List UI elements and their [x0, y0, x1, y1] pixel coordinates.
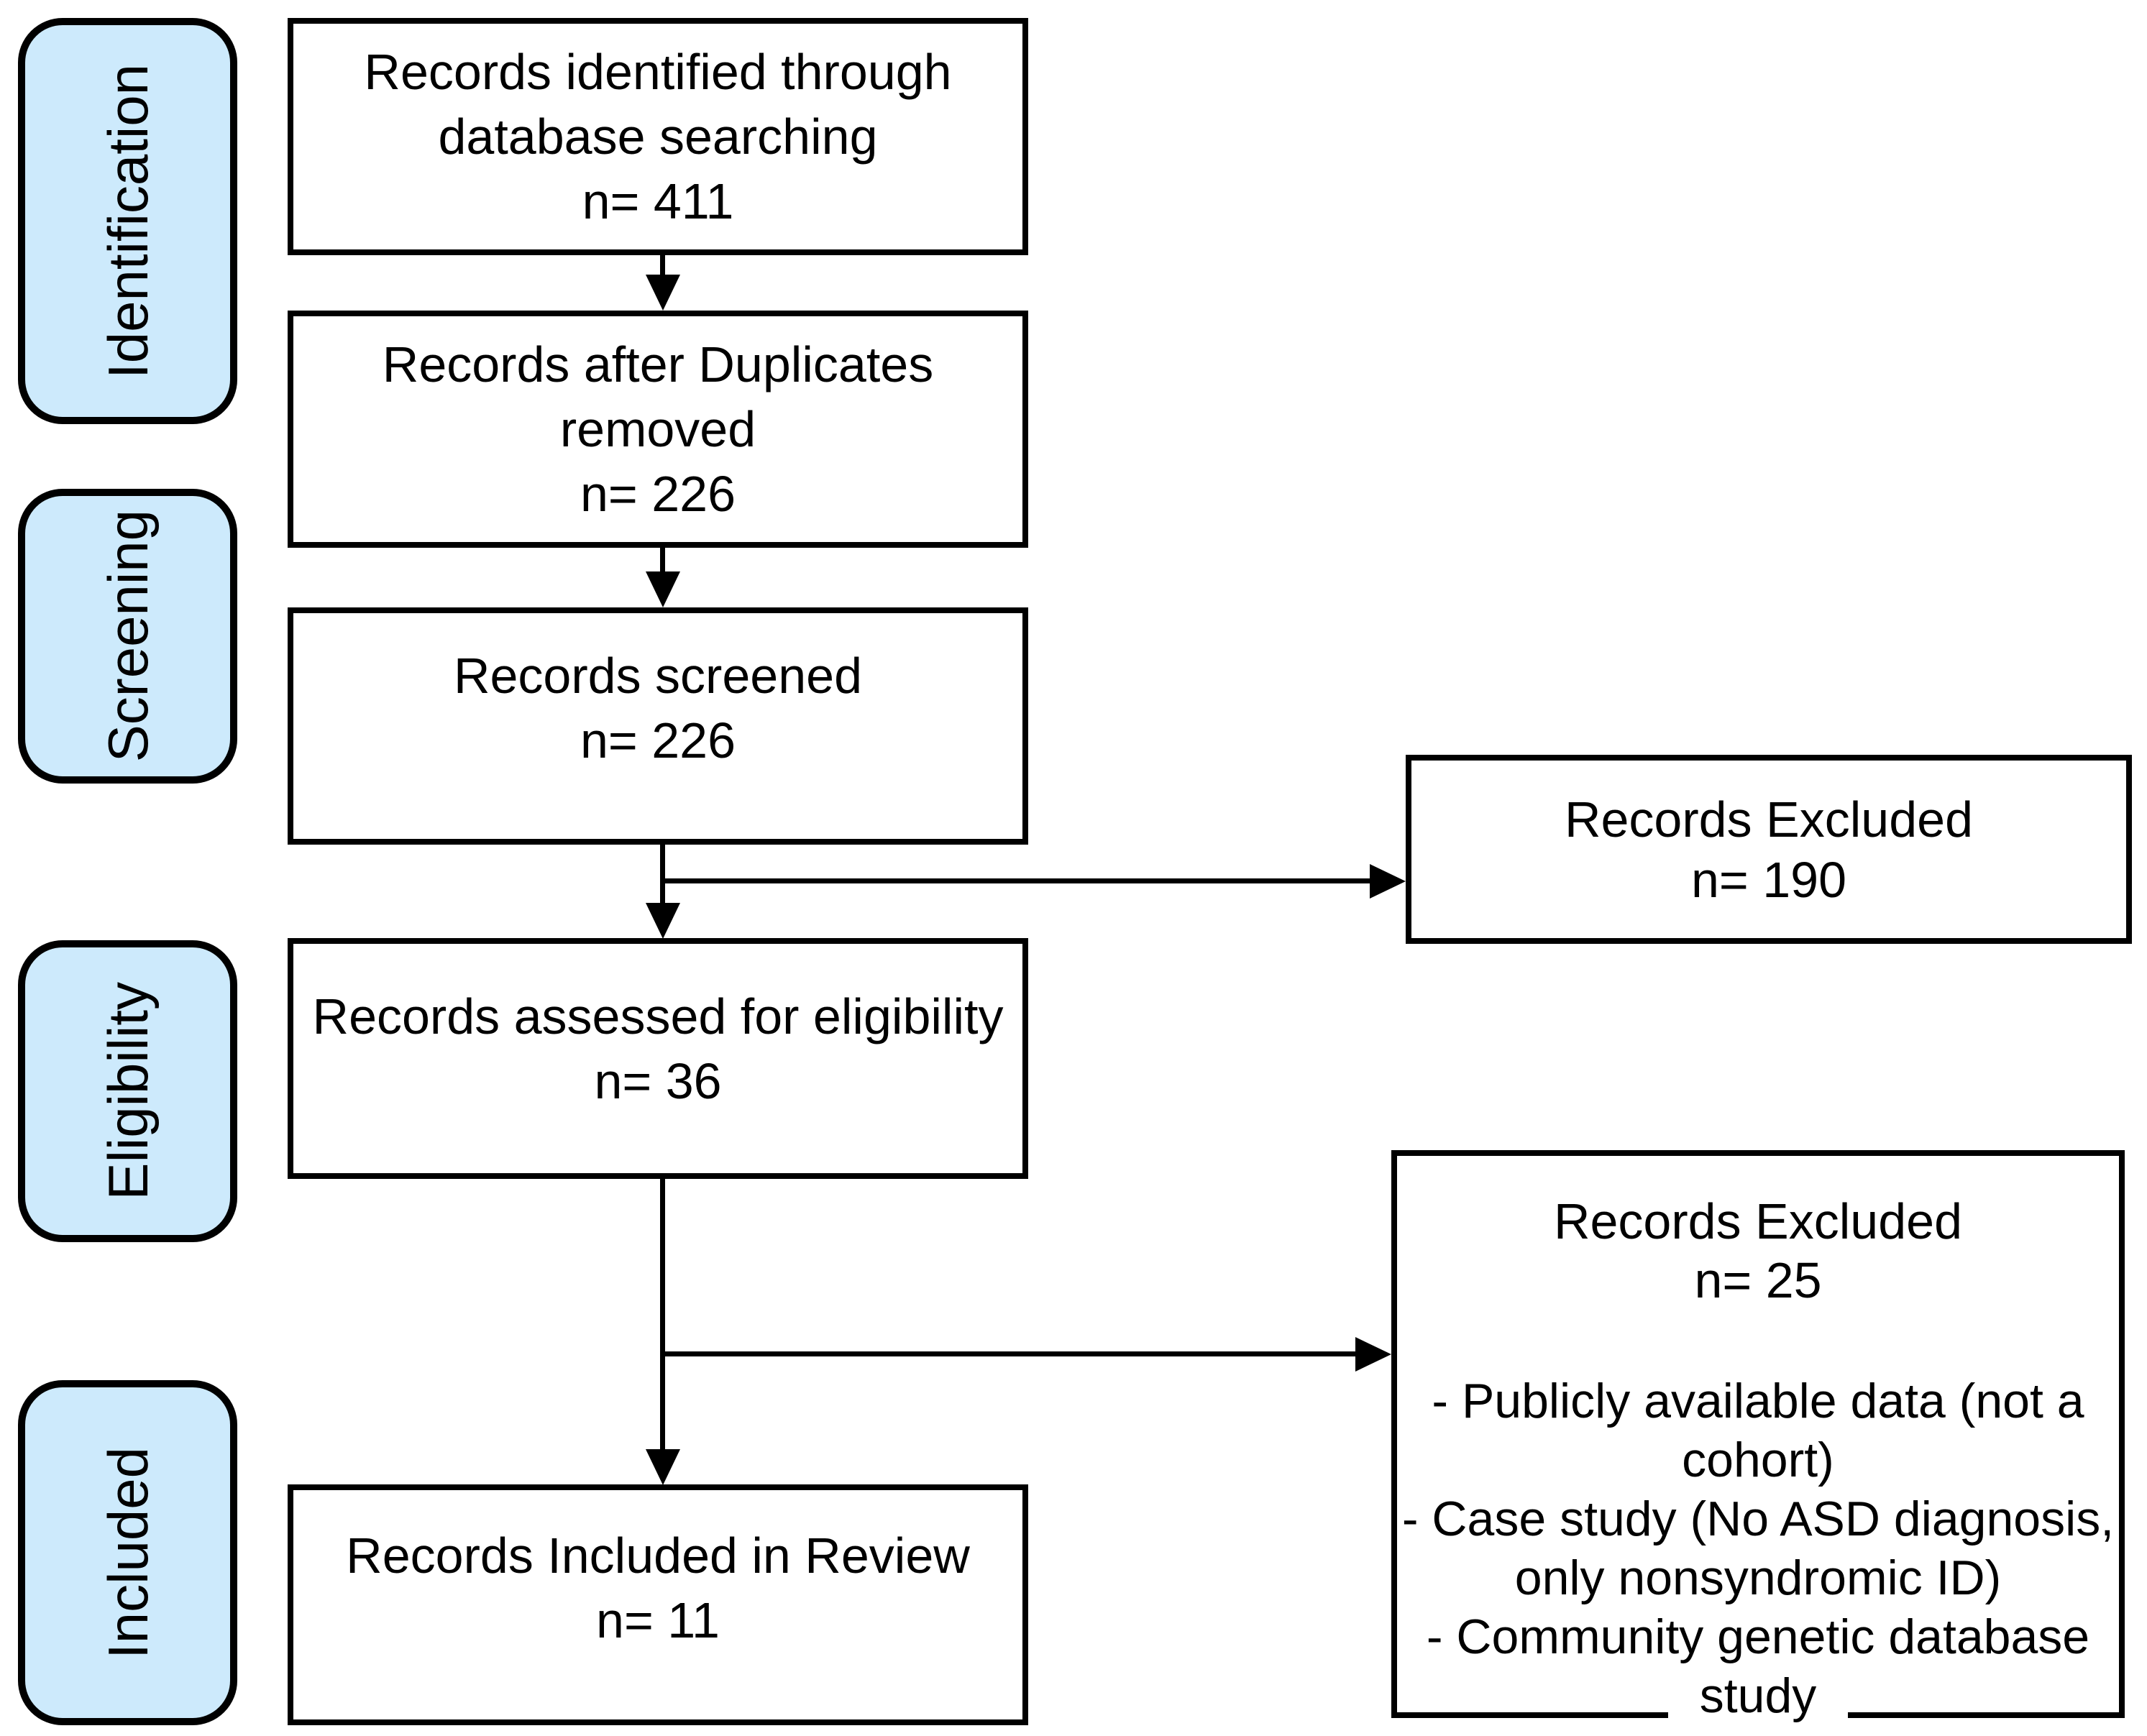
box-count: n= 11	[596, 1592, 720, 1648]
box-count: n= 36	[594, 1053, 722, 1109]
box-line: Records after Duplicates	[382, 336, 934, 392]
box-count: n= 226	[580, 712, 736, 768]
excluded-count: n= 190	[1690, 851, 1847, 908]
box-records-after-duplicates: Records after Duplicates removed n= 226	[288, 311, 1028, 548]
arrow-shaft-assessed-to-excluded	[660, 1351, 1355, 1356]
box-records-included: Records Included in Review n= 11	[288, 1484, 1028, 1725]
box-records-excluded-screening: Records Excluded n= 190	[1406, 755, 2132, 944]
stage-eligibility-label: Eligibility	[96, 982, 160, 1200]
stage-identification-label: Identification	[96, 63, 160, 379]
box-count: n= 226	[580, 466, 736, 522]
excluded-title: Records Excluded	[1564, 791, 1974, 848]
arrow-head-down-icon	[646, 275, 680, 311]
box-records-assessed: Records assessed for eligibility n= 36	[288, 938, 1028, 1179]
arrow-head-right-icon	[1355, 1337, 1391, 1372]
arrow-head-down-icon	[646, 903, 680, 939]
excluded-reason: - Publicly available data (not a cohort)	[1432, 1374, 2084, 1487]
box-records-screened: Records screened n= 226	[288, 607, 1028, 845]
box-line: database searching	[438, 109, 878, 165]
arrow-head-down-icon	[646, 1449, 680, 1485]
box-line: Records Included in Review	[346, 1528, 970, 1584]
box-line: Records assessed for eligibility	[312, 988, 1004, 1044]
arrow-shaft-identified-to-deduplicated	[660, 253, 665, 280]
arrow-shaft-screened-to-assessed	[660, 842, 665, 907]
box-count: n= 411	[582, 173, 734, 229]
excluded-title: Records Excluded	[1553, 1193, 1963, 1249]
stage-screening: Screening	[18, 489, 237, 784]
excluded-reason: - Case study (No ASD diagnosis, only non…	[1401, 1492, 2115, 1605]
excluded-reason: - Community genetic database study	[1426, 1609, 2090, 1723]
excluded-content: Records Excluded n= 25 - Publicly availa…	[1397, 1156, 2119, 1725]
box-line: Records identified through	[364, 44, 952, 100]
stage-included: Included	[18, 1380, 237, 1725]
arrow-head-down-icon	[646, 571, 680, 607]
arrow-head-right-icon	[1370, 864, 1406, 899]
box-line: removed	[559, 401, 756, 457]
spacer	[1397, 1310, 2119, 1372]
arrow-shaft-screened-to-excluded	[660, 878, 1370, 883]
arrow-shaft-assessed-to-included	[660, 1177, 665, 1453]
box-line: Records screened	[453, 648, 863, 704]
border-gap	[1668, 1712, 1848, 1718]
arrow-shaft-deduplicated-to-screened	[660, 546, 665, 574]
stage-included-label: Included	[96, 1446, 160, 1659]
stage-screening-label: Screening	[96, 510, 160, 763]
stage-identification: Identification	[18, 18, 237, 424]
stage-eligibility: Eligibility	[18, 940, 237, 1242]
box-records-identified: Records identified through database sear…	[288, 18, 1028, 255]
excluded-count: n= 25	[1694, 1252, 1822, 1308]
box-records-excluded-eligibility: Records Excluded n= 25 - Publicly availa…	[1391, 1150, 2125, 1723]
